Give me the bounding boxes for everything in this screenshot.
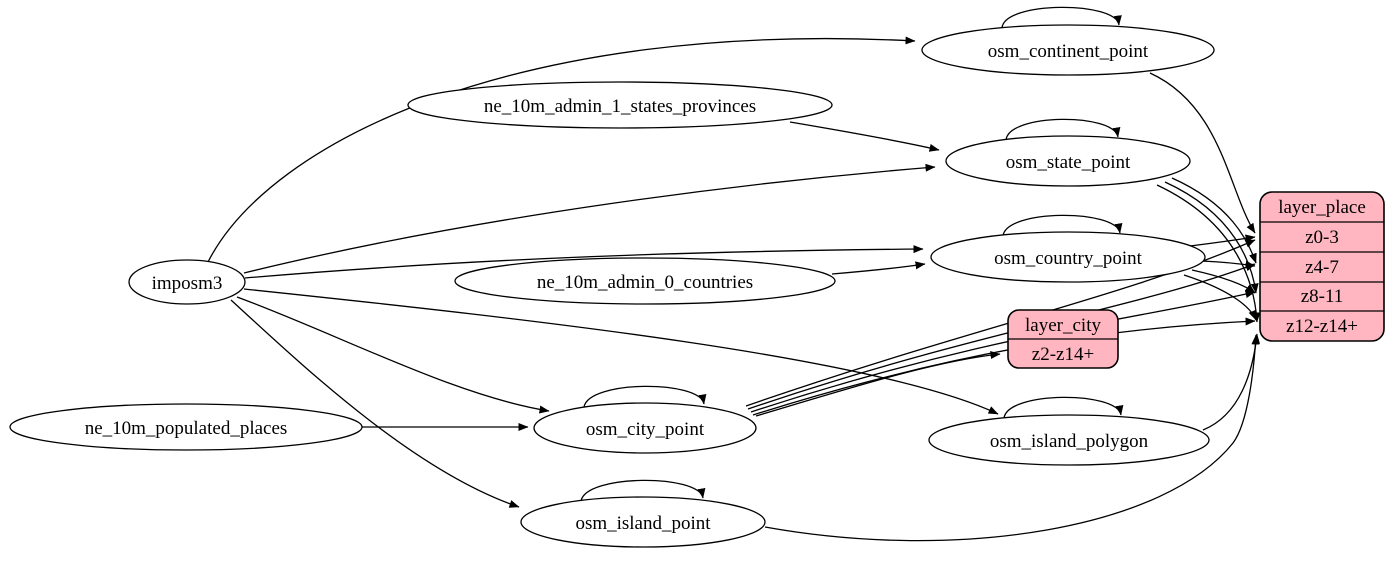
layer_place-shape bbox=[1259, 191, 1385, 342]
edge-osm_city_point-layer_place-z12-z14+ bbox=[752, 317, 1256, 416]
osm_island_point-label: osm_island_point bbox=[575, 513, 711, 534]
edge-imposm3-osm_island_point bbox=[230, 299, 520, 508]
edge-osm_state_point-layer_place-z8-11 bbox=[1164, 181, 1259, 294]
imposm3-shape bbox=[128, 259, 246, 305]
layer_place-row-z4-7: z4-7 bbox=[1305, 257, 1339, 278]
edge-osm_state_point-layer_place-z12-z14+ bbox=[1156, 184, 1261, 323]
layer-city-record: layer_city z2-z14+ bbox=[1007, 309, 1119, 369]
node-ne_10m_populated_places: ne_10m_populated_places bbox=[9, 403, 363, 451]
edge-osm_city_point-layer_city-z2-z14+ bbox=[755, 351, 1001, 417]
edge-osm_island_polygon-layer_place-z12-z14+ bbox=[1202, 333, 1260, 431]
node-osm_continent_point: osm_continent_point bbox=[921, 24, 1215, 76]
node-ne_10m_admin_0_countries: ne_10m_admin_0_countries bbox=[454, 257, 836, 305]
node-ne_10m_admin_1_states_provinces: ne_10m_admin_1_states_provinces bbox=[407, 81, 833, 129]
osm_continent_point-shape bbox=[921, 24, 1215, 76]
osm_island_point-shape bbox=[520, 496, 766, 548]
edge-imposm3-osm_state_point bbox=[243, 163, 936, 274]
osm_country_point-label: osm_country_point bbox=[994, 248, 1142, 269]
edge-osm_continent_point-layer_place-z0-3 bbox=[1149, 72, 1256, 234]
layer_place-row-z12-z14+: z12-z14+ bbox=[1286, 316, 1358, 337]
osm_state_point-label: osm_state_point bbox=[1006, 152, 1131, 173]
edge-osm_country_point-layer_place-z12-z14+ bbox=[1183, 274, 1257, 321]
ne_10m_populated_places-shape bbox=[9, 403, 363, 451]
edge-osm_city_point-layer_place-z8-11 bbox=[750, 290, 1256, 413]
edge-imposm3-osm_continent_point bbox=[207, 36, 916, 263]
layer_city-row-z2-z14+: z2-z14+ bbox=[1032, 344, 1094, 365]
edge-self-loop-osm_state_point bbox=[1005, 118, 1121, 141]
edge-ne_10m_admin_0_countries-osm_country_point bbox=[831, 261, 926, 275]
layer_place-row-z0-3: z0-3 bbox=[1305, 227, 1339, 248]
node-osm_country_point: osm_country_point bbox=[930, 231, 1206, 283]
edge-imposm3-osm_island_polygon bbox=[243, 288, 999, 415]
edge-self-loop-osm_city_point bbox=[583, 385, 707, 408]
osm_continent_point-label: osm_continent_point bbox=[988, 41, 1149, 62]
ne_10m_populated_places-label: ne_10m_populated_places bbox=[85, 418, 288, 439]
ne_10m_admin_1_states_provinces-label: ne_10m_admin_1_states_provinces bbox=[484, 96, 756, 117]
edge-osm_island_point-layer_place-z12-z14+ bbox=[764, 334, 1260, 542]
edge-osm_country_point-layer_place-z4-7 bbox=[1200, 260, 1256, 269]
node-osm_city_point: osm_city_point bbox=[533, 402, 757, 454]
layer_place-row-z8-11: z8-11 bbox=[1301, 286, 1344, 307]
ne_10m_admin_0_countries-label: ne_10m_admin_0_countries bbox=[537, 272, 753, 293]
edge-imposm3-osm_city_point bbox=[236, 296, 550, 414]
layer_city-title: layer_city bbox=[1025, 315, 1101, 336]
node-osm_island_polygon: osm_island_polygon bbox=[928, 414, 1210, 466]
layer-place-record: layer_place z0-3 z4-7 z8-11 z12-z14+ bbox=[1259, 191, 1385, 342]
edge-osm_country_point-layer_place-z0-3 bbox=[1189, 234, 1256, 247]
edge-imposm3-osm_country_point bbox=[244, 245, 924, 279]
osm_state_point-shape bbox=[945, 135, 1191, 187]
node-osm_state_point: osm_state_point bbox=[945, 135, 1191, 187]
node-osm_island_point: osm_island_point bbox=[520, 496, 766, 548]
edge-ne_10m_admin_1_states_provinces-osm_state_point bbox=[789, 121, 940, 152]
layer_place-title: layer_place bbox=[1278, 197, 1366, 218]
edge-self-loop-osm_country_point bbox=[1002, 214, 1123, 237]
osm_city_point-shape bbox=[533, 402, 757, 454]
imposm3-label: imposm3 bbox=[152, 273, 223, 294]
ne_10m_admin_0_countries-shape bbox=[454, 257, 836, 305]
osm_city_point-label: osm_city_point bbox=[586, 419, 705, 440]
edge-self-loop-osm_island_polygon bbox=[1003, 396, 1124, 419]
osm_island_polygon-shape bbox=[928, 414, 1210, 466]
node-imposm3: imposm3 bbox=[128, 259, 246, 305]
edge-osm_state_point-layer_place-z4-7 bbox=[1171, 177, 1257, 264]
osm_country_point-shape bbox=[930, 231, 1206, 283]
edge-self-loop-osm_island_point bbox=[580, 479, 706, 502]
ne_10m_admin_1_states_provinces-shape bbox=[407, 81, 833, 129]
osm_island_polygon-label: osm_island_polygon bbox=[990, 431, 1149, 452]
edge-self-loop-osm_continent_point bbox=[1001, 6, 1122, 29]
